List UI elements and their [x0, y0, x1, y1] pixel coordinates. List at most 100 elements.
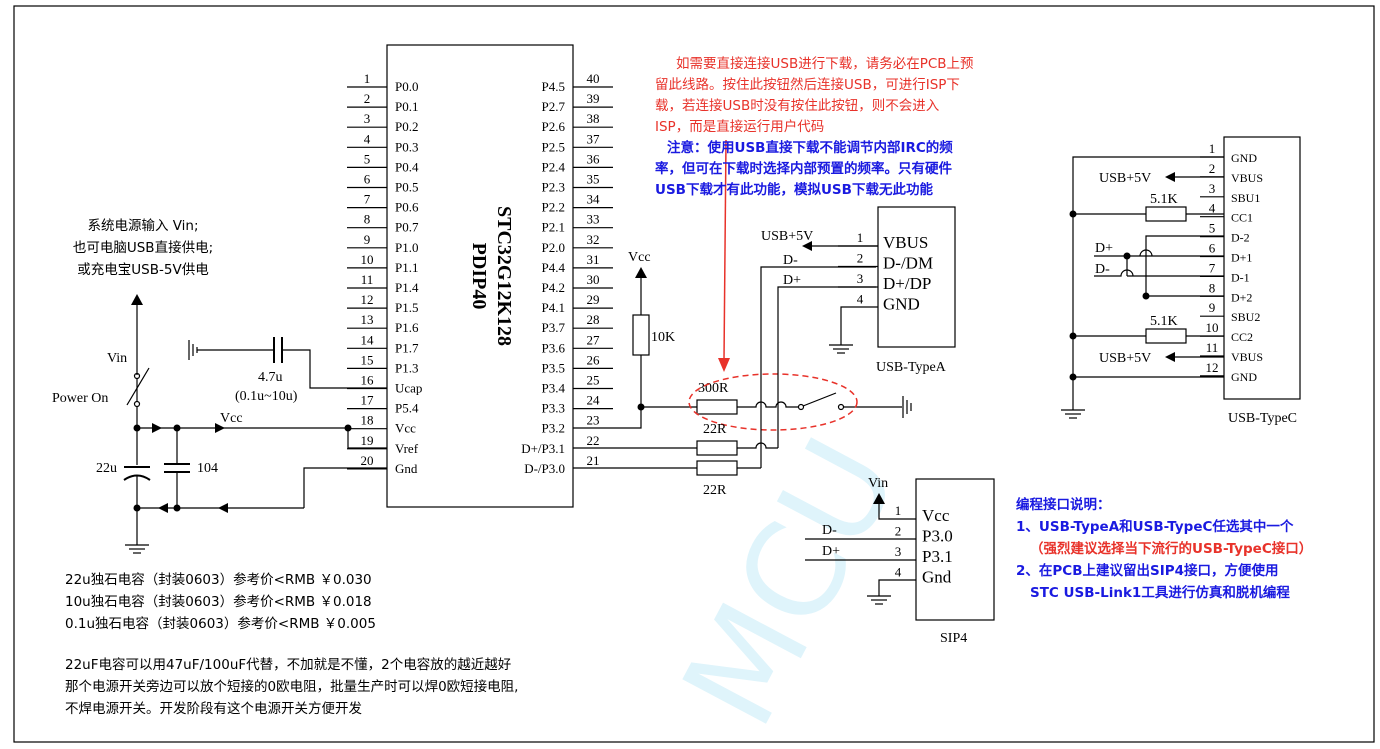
usb-typea-connector: [877, 206, 956, 348]
chip-pin-name: Gnd: [395, 461, 418, 476]
watermark: MCU: [653, 415, 927, 749]
chip-pin-name: P2.4: [542, 159, 566, 174]
chip-pin-name: P2.1: [542, 220, 565, 235]
typec-pin-name: D+2: [1231, 290, 1252, 304]
usb5v-arrow-icon: [802, 241, 812, 251]
chip-pin-name: P1.3: [395, 360, 418, 375]
typec-pin-name: CC2: [1231, 330, 1253, 344]
typec-pin-number: 12: [1206, 360, 1219, 375]
typec-pin-name: SBU2: [1231, 310, 1260, 324]
chip-body: [386, 44, 574, 508]
chip-pin-name: P1.0: [395, 240, 418, 255]
prog-line-1: 1、USB-TypeA和USB-TypeC任选其中一个: [1016, 518, 1294, 535]
chip-pin-number: 34: [587, 192, 601, 207]
chip-pin-name: P0.1: [395, 99, 418, 114]
chip-pin-number: 10: [361, 252, 374, 267]
typea-pin-number: 1: [857, 230, 864, 245]
chip-pin-name: P0.6: [395, 200, 419, 215]
sip4-title: SIP4: [940, 631, 967, 646]
chip-pin-name: P0.7: [395, 220, 419, 235]
chip-pin-name: P4.4: [542, 260, 566, 275]
bottom-note-2: 那个电源开关旁边可以放个短接的0欧电阻，批量生产时可以焊0欧短接电阻,: [65, 678, 518, 695]
chip-pin-name: P3.6: [542, 340, 566, 355]
chip-pin-name: P0.0: [395, 79, 418, 94]
chip-pin-number: 37: [587, 131, 601, 146]
resistor-22r-bottom-label: 22R: [703, 483, 727, 498]
power-input-note-1: 系统电源输入 Vin;: [87, 218, 198, 234]
sip4-pin-name: Gnd: [922, 568, 952, 587]
usb-typea-title: USB-TypeA: [876, 360, 947, 375]
typec-pin-number: 7: [1209, 260, 1216, 275]
chip-pin-name: Ucap: [395, 381, 422, 396]
typec-usb5v-top-arrow-icon: [1165, 172, 1175, 182]
cap-price-2: 10u独石电容（封装0603）参考价<RMB ￥0.018: [65, 593, 372, 610]
isp-highlight-ellipse: [688, 373, 858, 431]
chip-pin-name: P3.2: [542, 421, 565, 436]
chip-pin-name: P1.6: [395, 320, 419, 335]
chip-pin-number: 9: [364, 232, 371, 247]
resistor-22r-dplus-icon: [696, 440, 738, 456]
typea-pin-name: D-/DM: [883, 254, 933, 273]
gnd-arrow-icon: [158, 503, 168, 513]
power-input-note-2: 也可电脑USB直接供电;: [73, 239, 213, 256]
chip-pin-number: 5: [364, 151, 371, 166]
chip-pin-name: Vref: [395, 441, 419, 456]
resistor-5k1-cc1-icon: [1145, 206, 1187, 222]
blue-note-2: 率，但可在下载时选择内部预置的频率。只有硬件: [655, 160, 952, 177]
typec-pin-name: CC1: [1231, 211, 1253, 225]
typec-pin-number: 1: [1209, 141, 1216, 156]
sip4-pin-name: Vcc: [922, 506, 950, 525]
chip-pin-number: 19: [361, 433, 374, 448]
vcc-label: Vcc: [220, 411, 243, 426]
chip-pin-name: P1.7: [395, 340, 419, 355]
chip-pin-number: 20: [361, 453, 374, 468]
cap-price-3: 0.1u独石电容（封装0603）参考价<RMB ￥0.005: [65, 615, 376, 632]
chip-pin-number: 4: [364, 131, 371, 146]
chip-pin-number: 17: [361, 393, 375, 408]
cap-104-label: 104: [197, 461, 218, 476]
outer-frame: [13, 5, 1375, 743]
chip-pin-number: 3: [364, 111, 371, 126]
usb-typec-connector: [1223, 136, 1301, 400]
resistor-10k-icon: [632, 314, 650, 356]
sip4-pin-number: 4: [895, 565, 902, 580]
chip-pin-name: D-/P3.0: [524, 461, 565, 476]
ucap-range-label: (0.1u~10u): [235, 389, 298, 404]
resistor-cc1-label: 5.1K: [1150, 192, 1178, 207]
resistor-22r-top-label: 22R: [703, 422, 727, 437]
chip-pin-number: 27: [587, 332, 601, 347]
chip-pin-name: P5.4: [395, 401, 419, 416]
chip-pin-number: 2: [364, 91, 371, 106]
chip-pin-number: 6: [364, 172, 371, 187]
typec-dplus-label: D+: [1095, 241, 1113, 256]
resistor-300r-icon: [696, 399, 738, 415]
usb-typec-pins: 1GND2VBUS3SBU14CC15D-26D+17D-18D+29SBU21…: [1200, 141, 1263, 384]
vin-label: Vin: [107, 351, 127, 366]
chip-pin-number: 16: [361, 373, 375, 388]
chip-pin-name: P3.4: [542, 381, 566, 396]
chip-pin-number: 28: [587, 312, 600, 327]
power-switch-icon[interactable]: [126, 367, 150, 406]
typea-pin-number: 4: [857, 292, 864, 307]
chip-pin-number: 35: [587, 172, 600, 187]
chip-pin-number: 30: [587, 272, 600, 287]
chip-pin-number: 18: [361, 413, 374, 428]
chip-pin-number: 23: [587, 413, 600, 428]
ucap-value-label: 4.7u: [258, 370, 283, 385]
red-note-3: 载，若连接USB时没有按住此按钮，则不会进入: [655, 97, 940, 114]
bottom-note-3: 不焊电源开关。开发阶段有这个电源开关方便开发: [65, 700, 362, 717]
isp-button-icon[interactable]: [802, 392, 837, 407]
prog-line-2: （强烈建议选择当下流行的USB-TypeC接口）: [1030, 540, 1312, 557]
pullup-vcc-label: Vcc: [628, 250, 651, 265]
typec-dminus-label: D-: [1095, 262, 1110, 277]
sip4-pin-number: 1: [895, 503, 902, 518]
chip-pin-name: P0.2: [395, 119, 418, 134]
typec-pin-name: VBUS: [1231, 171, 1263, 185]
typec-pin-name: GND: [1231, 370, 1257, 384]
resistor-cc2-label: 5.1K: [1150, 314, 1178, 329]
chip-pin-name: P1.5: [395, 300, 418, 315]
chip-package: PDIP40: [468, 243, 490, 310]
prog-title: 编程接口说明：: [1016, 496, 1111, 513]
